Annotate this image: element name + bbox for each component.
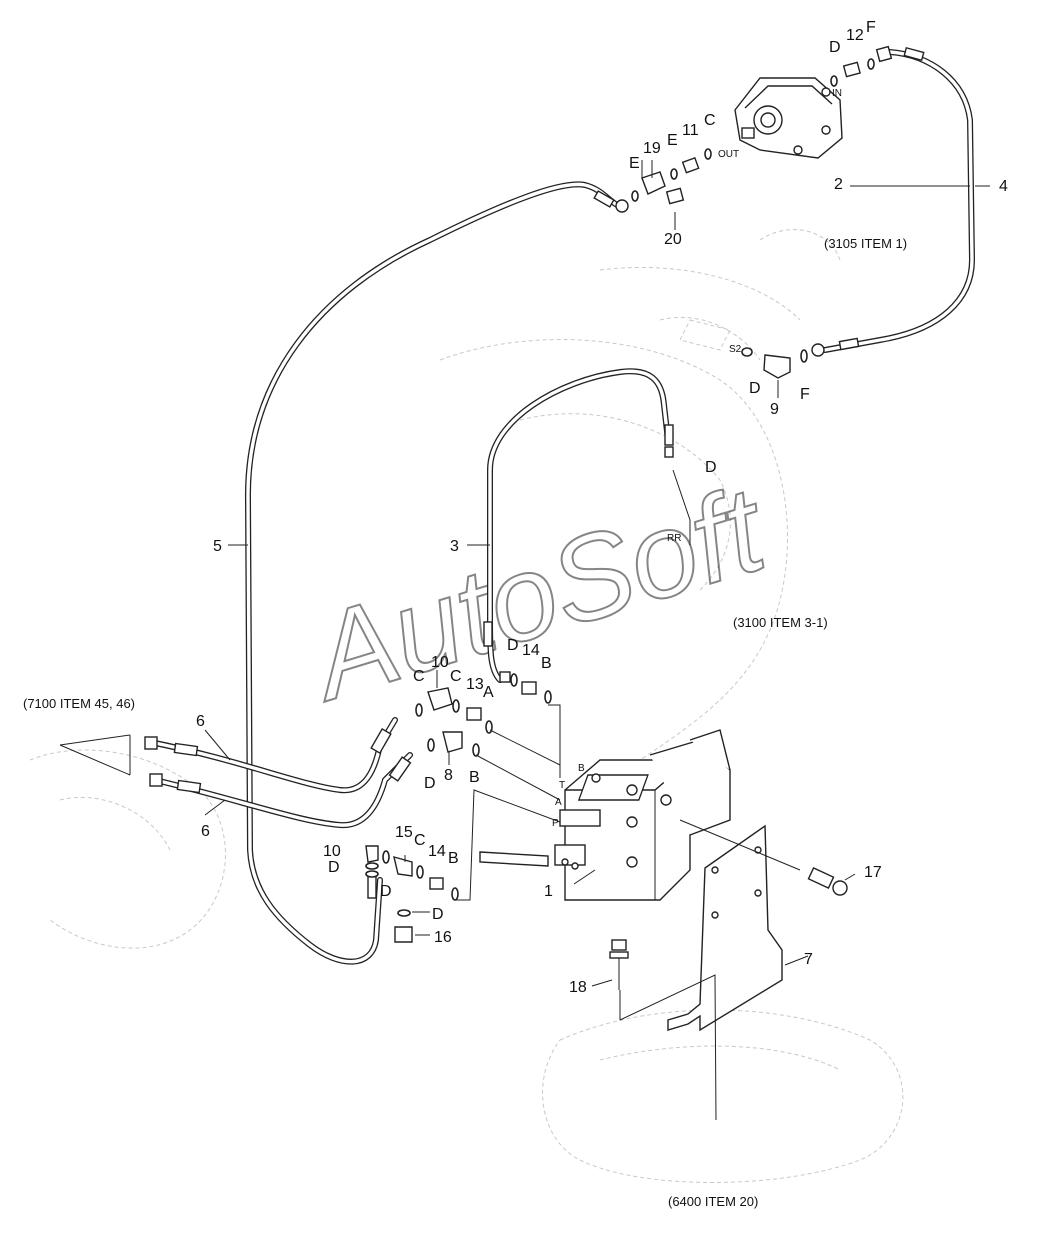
callout-12: 12	[846, 27, 864, 44]
callout-4: 4	[999, 178, 1008, 195]
seal-d-1: D	[829, 39, 841, 56]
callout-2: 2	[834, 176, 843, 193]
port-in-label: IN	[832, 88, 842, 99]
seal-e-2: E	[629, 155, 640, 172]
port-out-label: OUT	[718, 149, 739, 160]
callout-7: 7	[804, 951, 813, 968]
callout-5: 5	[213, 538, 222, 555]
valve-port-b: B	[578, 763, 585, 774]
seal-d-2: D	[749, 380, 761, 397]
hoses-6	[147, 717, 413, 829]
hose-5	[244, 181, 628, 965]
pump-fittings	[615, 45, 893, 213]
callout-20: 20	[664, 231, 682, 248]
seal-b-1: B	[541, 655, 552, 672]
callout-16: 16	[434, 929, 452, 946]
background-machine-outline	[29, 229, 904, 1183]
port-rr-label: RR	[667, 533, 681, 544]
callout-1: 1	[544, 883, 553, 900]
callout-9: 9	[770, 401, 779, 418]
ref-valve: (3100 ITEM 3-1)	[733, 615, 828, 630]
seal-f-1: F	[866, 19, 876, 36]
valve-port-a: A	[555, 797, 562, 808]
callout-11: 11	[682, 122, 699, 139]
seal-c-3: C	[413, 668, 425, 685]
gear-pump: IN OUT	[718, 77, 843, 160]
port-s2-label: S2	[729, 344, 742, 355]
callout-6a: 6	[196, 713, 205, 730]
seal-b-3: B	[448, 850, 459, 867]
seal-d-5: D	[424, 775, 436, 792]
valve-port-t: T	[559, 780, 565, 791]
callout-6b: 6	[201, 823, 210, 840]
callout-14a: 14	[522, 642, 540, 659]
callout-18: 18	[569, 979, 587, 996]
seal-c-2: C	[450, 668, 462, 685]
watermark-text: AutoSoft	[293, 461, 783, 727]
seal-e-1: E	[667, 132, 678, 149]
callout-8: 8	[444, 767, 453, 784]
reference-labels: (3105 ITEM 1) (3100 ITEM 3-1) (7100 ITEM…	[23, 236, 907, 1209]
callout-3: 3	[450, 538, 459, 555]
callout-19: 19	[643, 140, 661, 157]
hose-fittings	[144, 46, 925, 899]
ref-pump: (3105 ITEM 1)	[824, 236, 907, 251]
seal-c-1: C	[704, 112, 716, 129]
callout-13: 13	[466, 676, 484, 693]
valve-port-p: P	[552, 818, 559, 829]
seal-callouts: D F C E E D F D D B C C A D B C D B D D	[328, 19, 876, 923]
hose-4	[822, 49, 976, 353]
seal-d-8: D	[432, 906, 444, 923]
ref-bottom: (6400 ITEM 20)	[668, 1194, 758, 1209]
bolts	[609, 866, 848, 990]
watermark: AutoSoft	[292, 460, 784, 728]
seal-a-1: A	[483, 684, 494, 701]
leader-lines	[59, 160, 990, 1121]
seal-d-7: D	[380, 883, 392, 900]
elbow-9-fittings	[741, 343, 825, 379]
callout-14b: 14	[428, 843, 446, 860]
callout-10a: 10	[431, 654, 449, 671]
seal-c-4: C	[414, 832, 426, 849]
callout-17: 17	[864, 864, 882, 881]
mounting-bracket	[667, 824, 783, 1032]
ref-left: (7100 ITEM 45, 46)	[23, 696, 135, 711]
callouts: 1 2 3 4 5 6 6 7 8 9 10 10 11 12 13 14 14…	[196, 27, 1008, 996]
control-valve: B T A P	[479, 729, 731, 901]
seal-d-4: D	[507, 637, 519, 654]
callout-10b: 10	[323, 843, 341, 860]
seal-f-2: F	[800, 386, 810, 403]
valve-side-fittings	[365, 671, 552, 943]
seal-d-3: D	[705, 459, 717, 476]
hose-3	[487, 368, 671, 683]
callout-15: 15	[395, 824, 413, 841]
seal-b-2: B	[469, 769, 480, 786]
seal-d-6: D	[328, 859, 340, 876]
